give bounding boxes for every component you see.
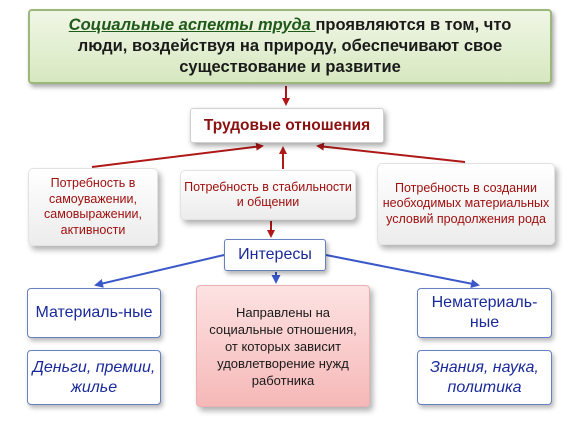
social-aspects-text: проявляются в том, что люди, воздействуя…	[77, 16, 512, 76]
need-stability-box: Потребность в стабильности и общении	[180, 170, 356, 220]
labor-relations-box: Трудовые отношения	[190, 108, 384, 143]
social-aspects-term: Социальные аспекты труда	[68, 16, 316, 34]
social-relations-box: Направлены на социальные отношения, от к…	[196, 285, 370, 407]
social-aspects-definition: Социальные аспекты труда проявляются в т…	[28, 9, 552, 84]
need-material-conditions-box: Потребность в создании необходимых матер…	[377, 163, 555, 245]
arrow-need-material	[316, 142, 466, 163]
material-examples-box: Деньги, премии, жилье	[27, 350, 161, 405]
arrow-need-self	[91, 142, 264, 168]
nonmaterial-examples-box: Знания, наука, политика	[417, 350, 552, 405]
interests-box: Интересы	[224, 239, 326, 271]
arrow-interests-to-material	[94, 254, 225, 288]
material-interests-box: Материаль-ные	[27, 288, 161, 338]
nonmaterial-interests-box: Нематериаль-ные	[417, 288, 552, 338]
arrow-interests-to-nonmaterial	[325, 254, 480, 289]
need-self-esteem-box: Потребность в самоуважении, самовыражени…	[28, 168, 158, 246]
